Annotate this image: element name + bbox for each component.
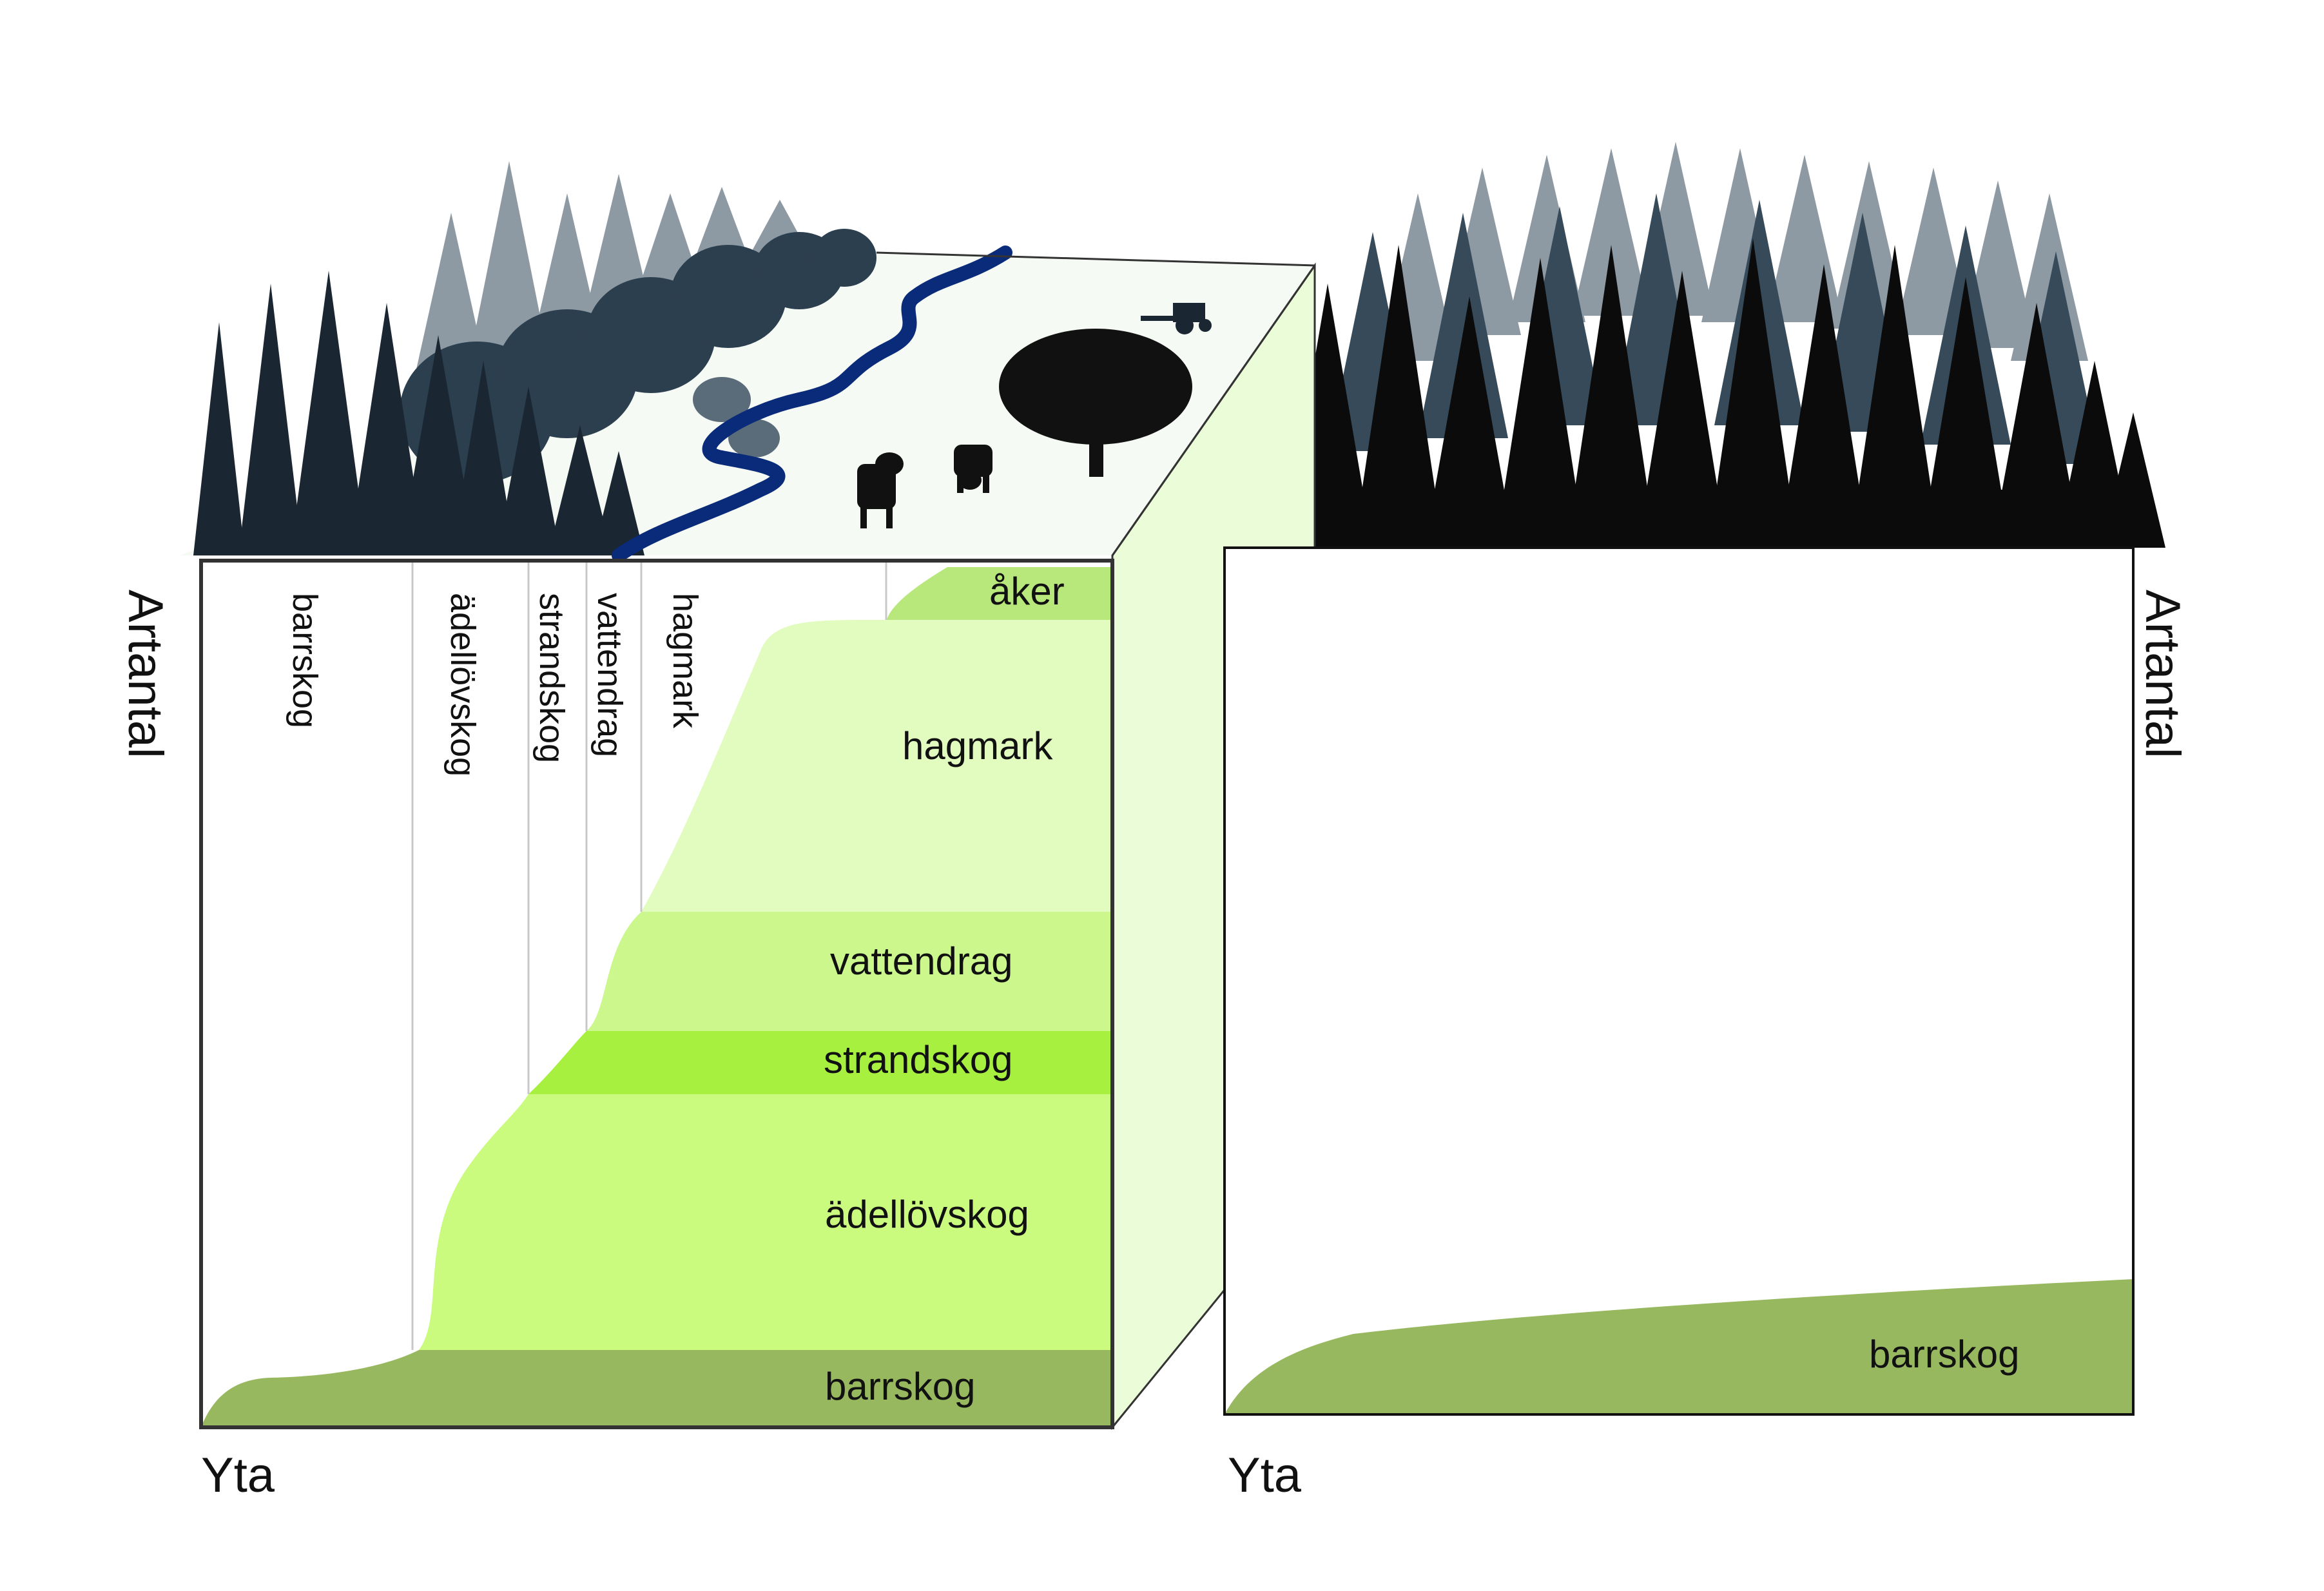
right-y-axis-label: Artantal (2135, 590, 2190, 758)
right-landscape-illustration (1225, 142, 2165, 548)
hay-tree-icon (999, 329, 1192, 477)
band-label-vattendrag: vattendrag (830, 940, 1013, 983)
band-label-aker: åker (989, 570, 1065, 613)
cow-silhouette-icon (954, 445, 993, 493)
right-x-axis-label: Yta (1228, 1448, 1302, 1503)
band-hagmark (641, 619, 1112, 912)
band-label-strandskog: strandskog (824, 1038, 1013, 1081)
left-y-axis-label: Artantal (118, 590, 173, 758)
right-species-area-panel: barrskog Artantal Yta (1223, 546, 2190, 1503)
band-strandskog (528, 1031, 1112, 1094)
left-landscape-illustration (180, 161, 1315, 563)
band-adellovskog (419, 1094, 1112, 1350)
dark-conifer-row (193, 271, 644, 555)
band-vattendrag (586, 912, 1112, 1031)
left-x-axis-label: Yta (201, 1448, 275, 1503)
left-panel-frame (199, 559, 1114, 1429)
band-label-barrskog: barrskog (825, 1365, 975, 1408)
column-label-strandskog: strandskog (532, 593, 571, 763)
right-panel-background (1225, 548, 2133, 1414)
cow-silhouette-icon (857, 452, 904, 528)
band-barrskog-right (1225, 1279, 2133, 1414)
right-panel-frame (1223, 546, 2135, 1416)
left-panel-bands (201, 567, 1112, 1427)
band-barrskog (201, 1350, 1112, 1427)
box-top-edge (1111, 265, 1316, 556)
band-label-adellovskog: ädellövskog (825, 1193, 1029, 1236)
band-aker (886, 567, 1112, 622)
band-label-barrskog-right: barrskog (1869, 1333, 2019, 1376)
left-panel-dividers (411, 561, 887, 1350)
left-species-area-panel: barrskog ädellövskog strandskog vattendr… (118, 559, 1114, 1503)
tractor-silhouette-icon (1141, 303, 1212, 334)
box-top-edge (876, 251, 1315, 267)
column-label-vattendrag: vattendrag (590, 593, 629, 757)
band-label-hagmark: hagmark (902, 724, 1053, 767)
column-label-adellovskog: ädellövskog (443, 593, 482, 776)
column-label-barrskog: barrskog (286, 593, 324, 728)
river-icon (612, 246, 1012, 563)
column-label-hagmark: hagmark (666, 593, 704, 729)
